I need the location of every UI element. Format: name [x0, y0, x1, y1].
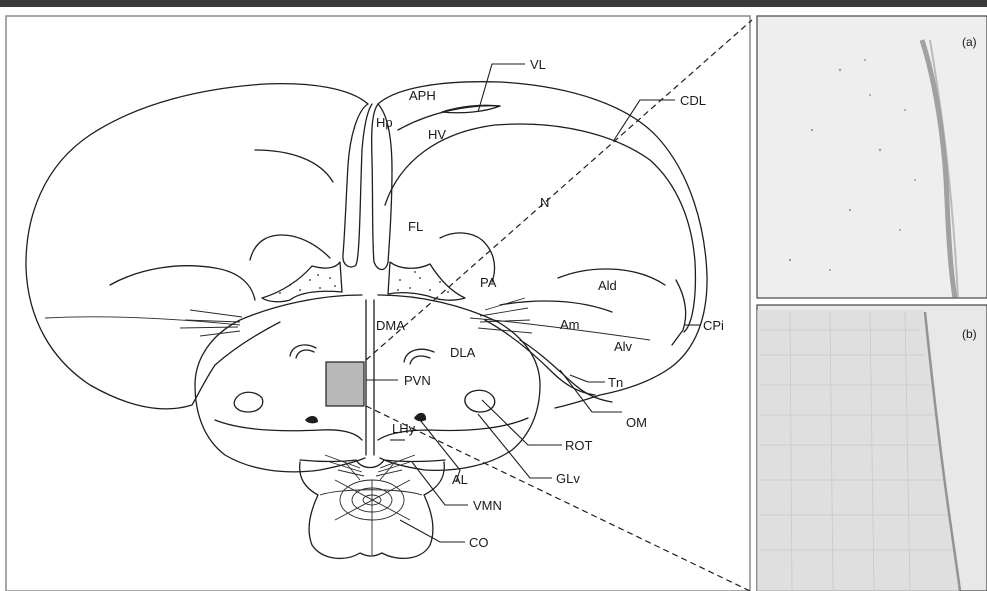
- label-DMA: DMA: [376, 318, 405, 333]
- diencephalon-outline-right: [377, 294, 541, 471]
- micrograph-panels: (a) (b): [756, 15, 987, 591]
- left-commissure-region: [261, 261, 343, 303]
- label-ROT: ROT: [565, 438, 593, 453]
- leader-lines: [366, 63, 700, 543]
- vmn-fiber-lines: [324, 454, 416, 481]
- right-fiber-tracts: [477, 297, 533, 334]
- pvn-sampled-region: [325, 361, 365, 407]
- dorsomedial-area-mark: [289, 344, 317, 359]
- projection-line-upper: [365, 19, 753, 361]
- right-hv-boundary: [384, 123, 697, 333]
- micrograph-a-cells: [788, 59, 916, 271]
- label-GLv: GLv: [556, 471, 580, 486]
- label-DLA: DLA: [450, 345, 476, 360]
- diagram-panel-frame: [5, 15, 751, 591]
- top-frame-border: [0, 0, 987, 7]
- label-HV: HV: [428, 127, 446, 142]
- left-hemisphere-outline: [25, 83, 369, 410]
- right-hemisphere-outline: [377, 81, 708, 409]
- left-medial-wall: [342, 103, 373, 268]
- dorsolateral-area-mark: [403, 348, 435, 365]
- label-APH: APH: [409, 88, 436, 103]
- label-LHy: LHy: [392, 421, 416, 436]
- diencephalon-outline: [194, 294, 366, 473]
- rot-left-oval: [233, 391, 264, 413]
- brain-outline: [25, 81, 708, 560]
- label-VL: VL: [530, 57, 546, 72]
- micrograph-b-ventricle-edge: [923, 311, 962, 591]
- micrograph-a-ventricle-edge: [919, 39, 958, 299]
- label-Ald: Ald: [598, 278, 617, 293]
- third-ventricle: [365, 299, 375, 456]
- micrograph-b-tissue: [757, 310, 960, 591]
- left-fiber-tracts: [179, 309, 243, 337]
- label-VMN: VMN: [473, 498, 502, 513]
- optic-chiasm-outline: [299, 461, 445, 560]
- label-Tn: Tn: [608, 375, 623, 390]
- left-inner-boundary: [254, 149, 334, 183]
- commissure-dots: [279, 271, 449, 294]
- micrograph-b-texture: [760, 311, 953, 591]
- label-FL: FL: [408, 219, 423, 234]
- rot-right-oval: [464, 389, 496, 413]
- label-OM: OM: [626, 415, 647, 430]
- projection-lines: [365, 19, 753, 591]
- al-left-mark: [305, 416, 318, 424]
- label-AL: AL: [452, 472, 468, 487]
- al-right-mark: [414, 412, 427, 422]
- label-CO: CO: [469, 535, 489, 550]
- label-PA: PA: [480, 275, 497, 290]
- label-CPi: CPi: [703, 318, 724, 333]
- label-Am: Am: [560, 317, 580, 332]
- label-N: N: [540, 195, 549, 210]
- label-Alv: Alv: [614, 339, 633, 354]
- projection-line-lower: [365, 405, 751, 591]
- right-medial-wall: [371, 103, 393, 271]
- ventral-hypothalamus: [299, 459, 446, 469]
- label-CDL: CDL: [680, 93, 706, 108]
- structure-labels: VL APH Hp HV CDL N FL PA Ald Am Alv CPi …: [376, 57, 724, 550]
- panel-a-label: (a): [962, 35, 977, 49]
- panel-b-label: (b): [962, 327, 977, 341]
- label-Hp: Hp: [376, 115, 393, 130]
- label-PVN: PVN: [404, 373, 431, 388]
- right-commissure-region: [387, 261, 466, 301]
